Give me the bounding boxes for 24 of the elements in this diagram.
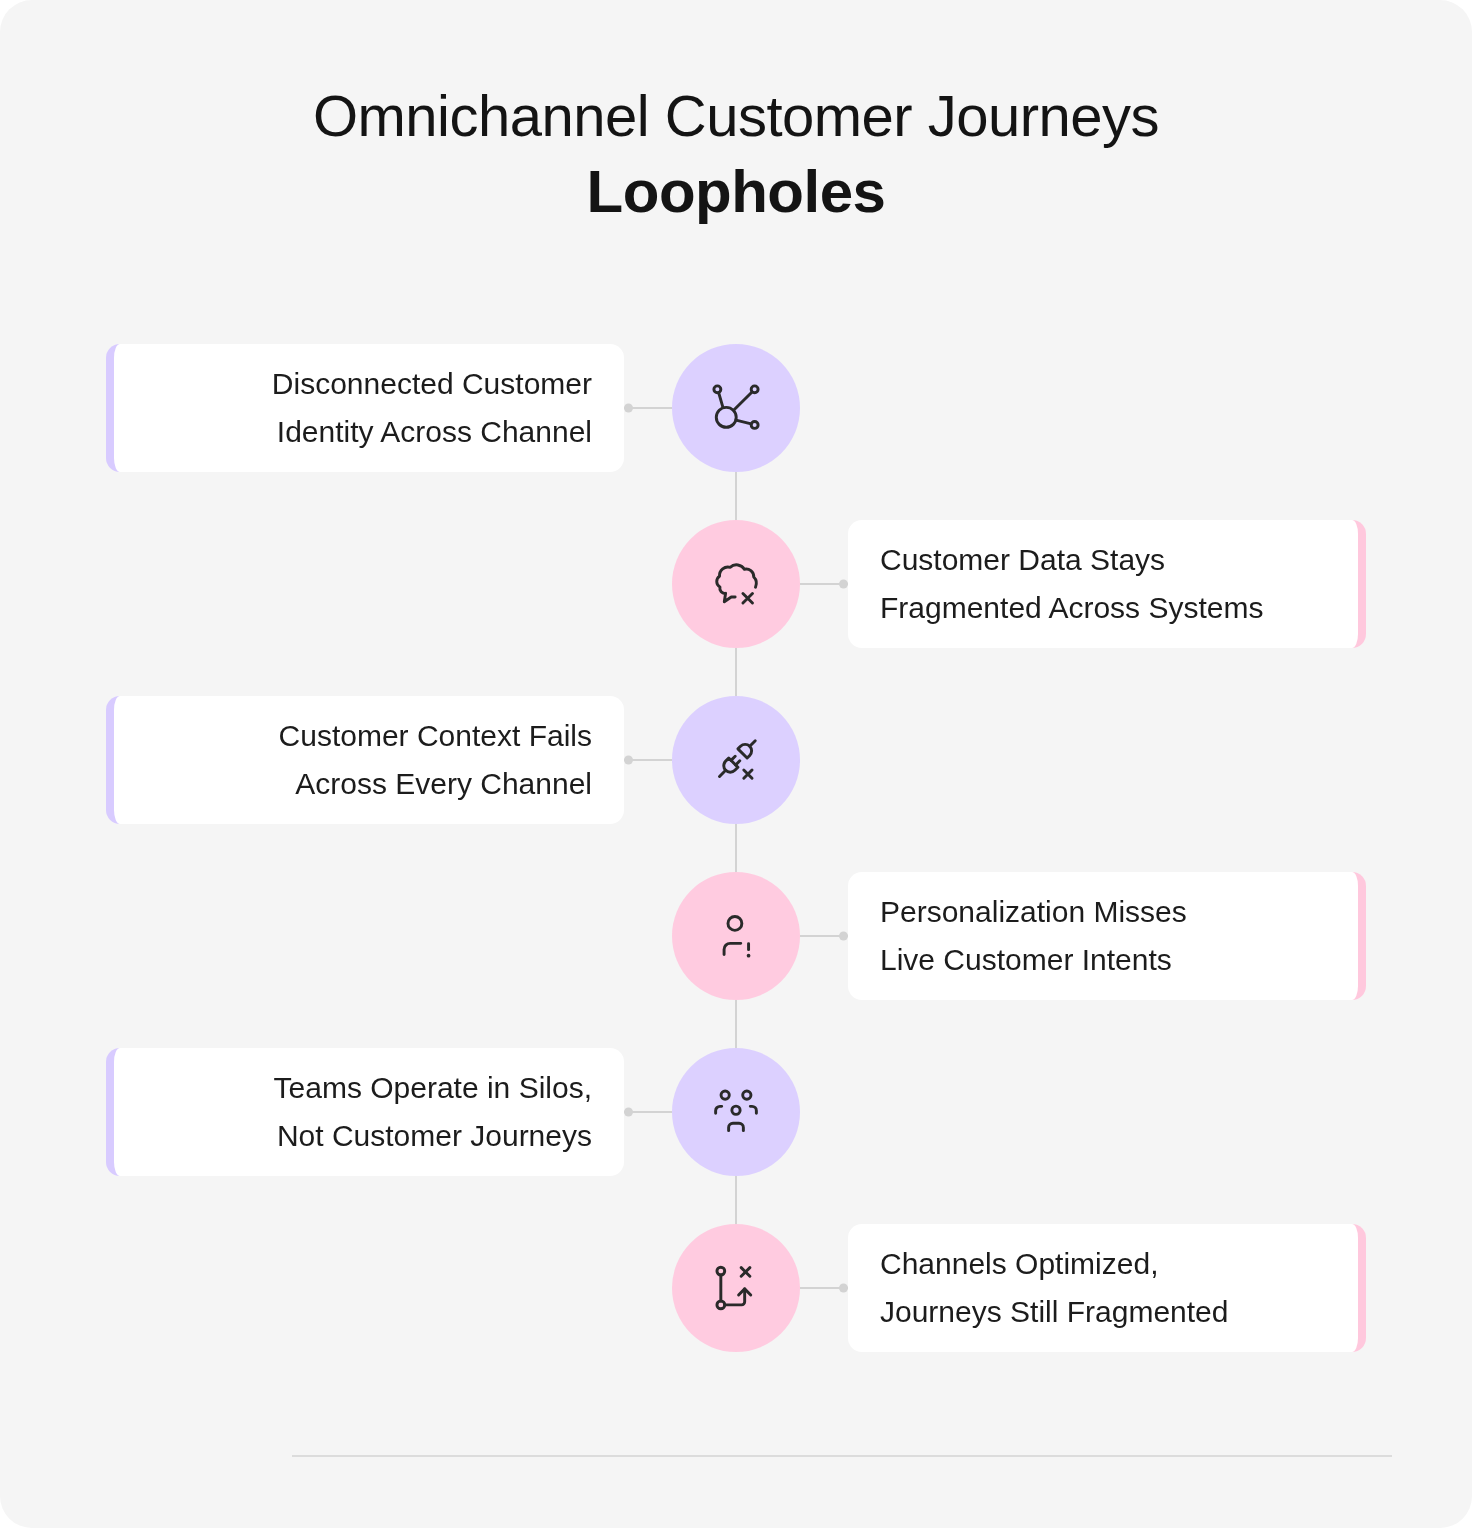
connector-line (623, 403, 673, 413)
card-text: Customer Data Stays Fragmented Across Systems (880, 542, 1265, 626)
text-card (848, 1224, 1366, 1352)
text-card (106, 344, 624, 472)
connector-line (735, 823, 737, 873)
text-card (106, 696, 624, 824)
connector-line (735, 1175, 737, 1225)
card-text: Teams Operate in Silos, Not Customer Journeys (272, 1070, 592, 1154)
card-text: Customer Context Fails Across Every Channel (277, 718, 592, 802)
text-card (106, 1048, 624, 1176)
connector-line (735, 471, 737, 521)
connector-line (799, 579, 849, 589)
title: Omnichannel Customer Journeys Loopholes (312, 82, 1160, 227)
connector-line (799, 931, 849, 941)
connector-line (799, 1283, 849, 1293)
text-card (848, 872, 1366, 1000)
card-text: Disconnected Customer Identity Across Channel (270, 366, 592, 450)
card-text: Personalization Misses Live Customer Intents (880, 894, 1188, 978)
card-text: Channels Optimized, Journeys Still Fragmented (880, 1246, 1230, 1330)
connector-line (735, 647, 737, 697)
connector-line (735, 999, 737, 1049)
text-card (848, 520, 1366, 648)
connector-line (623, 755, 673, 765)
connector-line (623, 1107, 673, 1117)
